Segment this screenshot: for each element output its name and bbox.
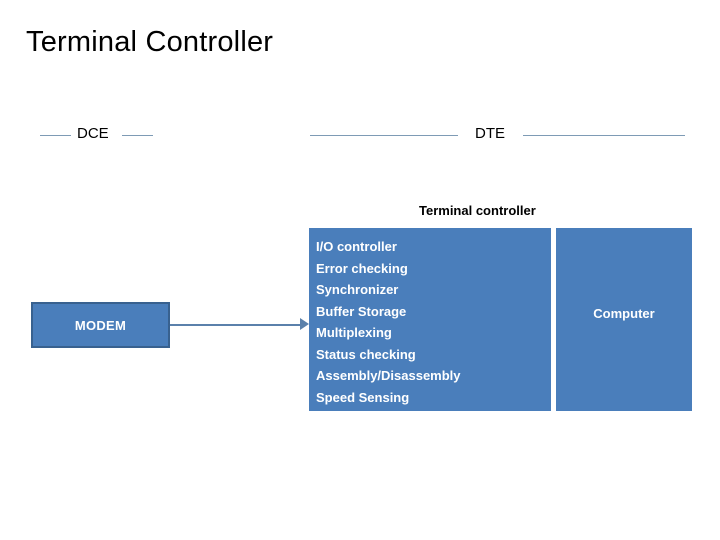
controller-function-list: I/O controller Error checking Synchroniz…	[316, 236, 551, 408]
list-item: Multiplexing	[316, 325, 392, 340]
dte-rule-right	[523, 135, 685, 136]
terminal-controller-caption: Terminal controller	[419, 203, 536, 218]
list-item: Synchronizer	[316, 282, 399, 297]
list-item: Speed Sensing	[316, 389, 410, 405]
list-item: Buffer Storage	[316, 303, 407, 319]
computer-box: Computer	[556, 228, 692, 411]
list-item: Error checking	[316, 260, 408, 276]
page-title: Terminal Controller	[26, 26, 274, 58]
dce-section-label: DCE	[77, 125, 109, 142]
dte-rule-left	[310, 135, 458, 136]
terminal-controller-box: I/O controller Error checking Synchroniz…	[309, 228, 551, 411]
computer-label: Computer	[593, 306, 655, 321]
modem-to-controller-connector	[170, 324, 302, 326]
arrow-right-icon	[300, 318, 309, 330]
modem-label: MODEM	[74, 317, 127, 333]
dce-rule-right	[122, 135, 153, 136]
modem-box: MODEM	[31, 302, 170, 348]
dte-section-label: DTE	[475, 125, 505, 142]
list-item: Status checking	[316, 346, 416, 362]
list-item: Assembly/Disassembly	[316, 368, 461, 383]
dce-rule-left	[40, 135, 71, 136]
list-item: I/O controller	[316, 239, 397, 254]
